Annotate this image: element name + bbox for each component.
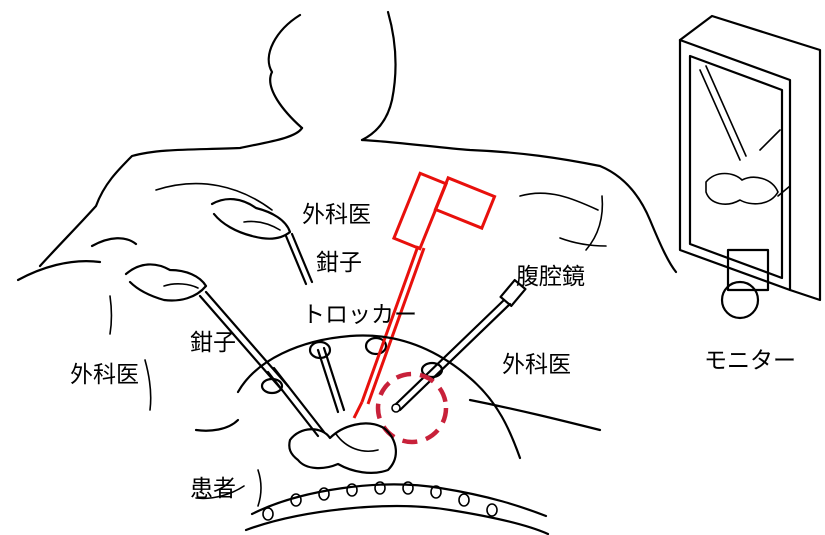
monitor-device xyxy=(680,16,820,318)
patient-label: 患者 xyxy=(190,478,236,501)
monitor-label: モニター xyxy=(704,350,796,373)
trocar-label: トロッカー xyxy=(302,304,417,327)
upper-left-hand xyxy=(212,199,290,239)
central-surgeon-figure xyxy=(40,12,676,272)
surgeon-left-label: 外科医 xyxy=(70,364,139,387)
laparoscope-label: 腹腔鏡 xyxy=(516,266,585,289)
surgeon-right-label: 外科医 xyxy=(502,354,571,377)
forceps-left-label: 鉗子 xyxy=(190,332,236,355)
forceps-top-label: 鉗子 xyxy=(316,252,362,275)
surgeon-center-label: 外科医 xyxy=(302,204,371,227)
laparoscope-instrument xyxy=(392,280,525,412)
